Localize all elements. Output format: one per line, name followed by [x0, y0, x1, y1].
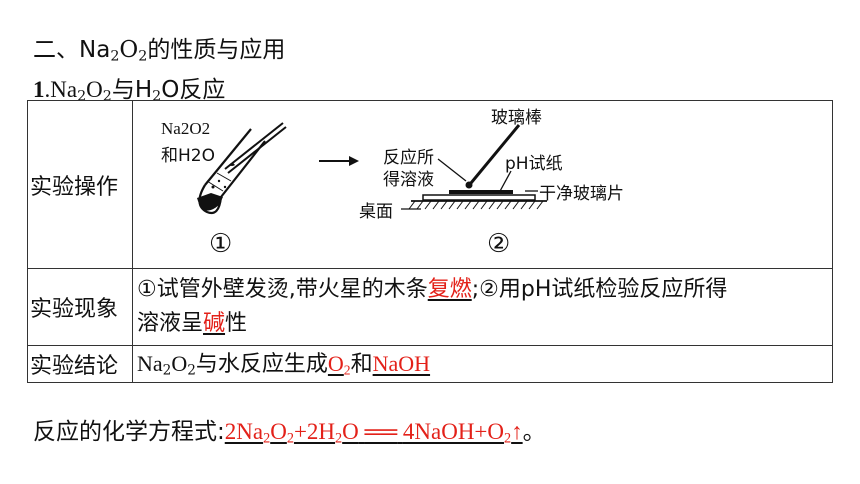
row-label-conclusion: 实验结论 [27, 345, 133, 383]
test-tube-icon [197, 122, 287, 215]
reagent-label-line2: 和H2O [161, 146, 215, 166]
experiment-table: 实验操作 [27, 100, 833, 383]
step-2-marker: ② [487, 229, 511, 259]
equation-answer: 2Na2O2+2H2O ══ 4NaOH+O2↑ [224, 419, 523, 447]
chemical-equation: 反应的化学方程式:2Na2O2+2H2O ══ 4NaOH+O2↑。 [33, 419, 546, 447]
arrow-icon [319, 156, 359, 166]
section-heading: 二、Na2O2的性质与应用 [33, 37, 286, 65]
row-label-operation: 实验操作 [27, 100, 133, 269]
table-row: 实验结论 Na2O2与水反应生成O2和NaOH [27, 345, 833, 383]
operation-diagram-cell: Na2O2 和H2O 玻璃棒 反应所 得溶液 pH试纸 干净玻璃片 桌面 ① ② [132, 100, 835, 269]
answer-blank: 复燃 [427, 277, 472, 302]
table-top-label: 桌面 [359, 202, 393, 222]
glass-piece-icon [422, 194, 536, 201]
table-row: 实验现象 ①试管外壁发烫,带火星的木条复燃;②用pH试纸检验反应所得 溶液呈碱性 [27, 268, 833, 346]
glass-piece-label: 干净玻璃片 [539, 184, 624, 204]
subsection-heading: 1.Na2O2与H2O反应 [33, 77, 226, 105]
conclusion-cell: Na2O2与水反应生成O2和NaOH [132, 345, 833, 383]
solution-label-line2: 得溶液 [383, 170, 434, 190]
step-1-marker: ① [209, 229, 233, 259]
diagram-drawing [197, 122, 547, 215]
ph-paper-icon [449, 190, 513, 194]
phenomenon-text: ①试管外壁发烫,带火星的木条复燃;②用pH试纸检验反应所得 溶液呈碱性 [137, 277, 728, 336]
solution-label-line1: 反应所 [383, 148, 434, 168]
experiment-diagram: Na2O2 和H2O 玻璃棒 反应所 得溶液 pH试纸 干净玻璃片 桌面 ① ② [133, 101, 835, 268]
row-label-phenomenon: 实验现象 [27, 268, 133, 346]
reagent-label-line1: Na2O2 [161, 119, 211, 138]
table-row: 实验操作 [27, 100, 835, 269]
answer-blank: NaOH [372, 350, 431, 376]
conclusion-text: Na2O2与水反应生成O2和NaOH [133, 347, 832, 382]
glass-rod-icon [465, 124, 521, 189]
phenomenon-cell: ①试管外壁发烫,带火星的木条复燃;②用pH试纸检验反应所得 溶液呈碱性 [132, 268, 833, 346]
ph-paper-label: pH试纸 [505, 154, 563, 174]
answer-blank: 碱 [203, 311, 226, 336]
answer-blank: O2 [327, 350, 351, 377]
glass-rod-label: 玻璃棒 [491, 108, 542, 128]
table-top-icon [408, 200, 547, 210]
